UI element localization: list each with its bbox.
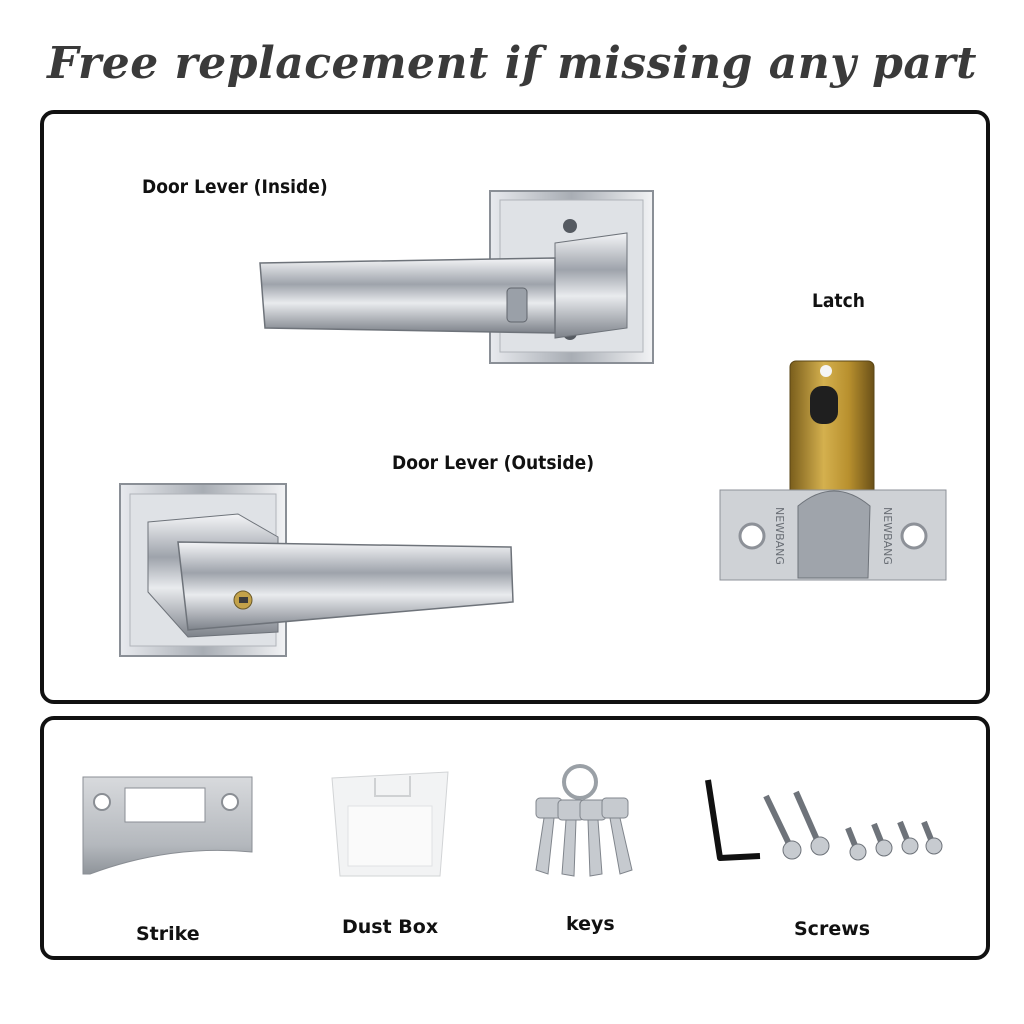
dust-box-image: [331, 771, 449, 877]
keys-label: keys: [566, 913, 615, 935]
keys-image: [535, 764, 633, 877]
inside-lever-label: Door Lever (Inside): [142, 176, 328, 198]
latch-brand-left: NEWBANG: [773, 507, 786, 565]
latch-image: NEWBANG NEWBANG: [719, 360, 947, 581]
strike-label: Strike: [136, 923, 200, 945]
outside-lever-label: Door Lever (Outside): [392, 452, 595, 474]
screws-image: [705, 779, 943, 861]
accessories-panel: Strike Dust Box keys Screws: [40, 716, 990, 960]
inside-lever-image: [259, 190, 654, 364]
latch-brand-right: NEWBANG: [881, 507, 894, 565]
dust-box-label: Dust Box: [342, 916, 439, 938]
strike-plate-image: [82, 776, 253, 875]
headline: Free replacement if missing any part: [47, 38, 977, 89]
outside-lever-image: [119, 483, 514, 657]
latch-label: Latch: [812, 290, 865, 312]
screws-label: Screws: [794, 918, 871, 940]
hex-key-icon: [705, 779, 761, 861]
